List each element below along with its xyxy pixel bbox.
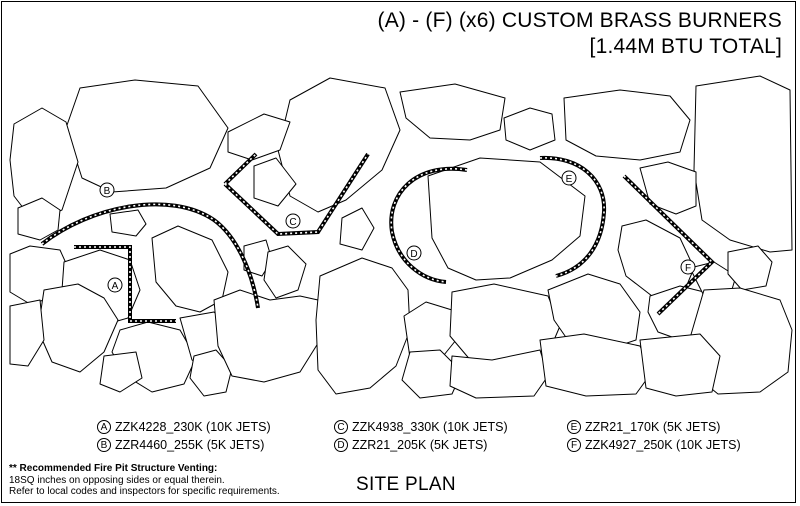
legend-marker-a: A — [97, 420, 111, 434]
burner-a: A — [74, 245, 176, 323]
stone — [9, 107, 79, 223]
legend-column-3: E ZZR21_170K (5K JETS) F ZZK4927_250K (1… — [567, 418, 741, 454]
legend-label-d: ZZR21_205K (5K JETS) — [352, 438, 488, 452]
burner-c-tag — [285, 213, 301, 229]
stone — [639, 333, 721, 397]
venting-note-heading: ** Recommended Fire Pit Structure Ventin… — [9, 463, 218, 474]
stone — [213, 289, 321, 383]
stone — [99, 351, 143, 393]
burner-e: E — [539, 155, 607, 278]
burner-d: D — [389, 166, 468, 284]
flagstone-stones — [9, 75, 793, 399]
svg-text:A: A — [112, 281, 119, 292]
burner-a-tag — [107, 277, 123, 293]
legend-marker-d: D — [334, 438, 348, 452]
stone — [253, 157, 297, 207]
svg-text:E: E — [566, 174, 573, 185]
site-plan-caption: SITE PLAN — [356, 474, 456, 495]
legend-item-c: C ZZK4938_330K (10K JETS) — [334, 418, 508, 436]
legend-item-d: D ZZR21_205K (5K JETS) — [334, 436, 508, 454]
legend-item-a: A ZZK4228_230K (10K JETS) — [97, 418, 271, 436]
burner-e-tag — [561, 170, 577, 186]
legend-column-1: A ZZK4228_230K (10K JETS) B ZZR4460_255K… — [97, 418, 271, 454]
legend-column-2: C ZZK4938_330K (10K JETS) D ZZR21_205K (… — [334, 418, 508, 454]
legend-marker-b: B — [97, 438, 111, 452]
stone — [227, 113, 291, 161]
legend-label-f: ZZK4927_250K (10K JETS) — [585, 438, 741, 452]
venting-note-line-2: Refer to local codes and inspectors for … — [9, 486, 280, 497]
burner-c: C — [223, 152, 370, 237]
burner-f: F — [622, 174, 715, 316]
legend-marker-c: C — [334, 420, 348, 434]
stone — [563, 89, 691, 161]
stone — [315, 257, 411, 395]
svg-text:B: B — [104, 186, 111, 197]
title-line-1: (A) - (F) (x6) CUSTOM BRASS BURNERS — [377, 9, 782, 32]
stone — [639, 161, 697, 215]
title-line-2: [1.44M BTU TOTAL] — [589, 35, 782, 58]
stone — [263, 245, 307, 299]
stone — [547, 273, 641, 351]
stone — [9, 299, 45, 367]
legend-marker-e: E — [567, 420, 581, 434]
stone — [427, 157, 586, 281]
stone — [339, 207, 375, 251]
legend-marker-f: F — [567, 438, 581, 452]
legend-item-b: B ZZR4460_255K (5K JETS) — [97, 436, 271, 454]
stone — [189, 349, 233, 397]
legend-item-e: E ZZR21_170K (5K JETS) — [567, 418, 741, 436]
stone — [399, 83, 506, 141]
venting-note-line-1: 18SQ inches on opposing sides or equal t… — [9, 474, 225, 486]
stone — [693, 75, 793, 253]
legend-item-f: F ZZK4927_250K (10K JETS) — [567, 436, 741, 454]
stone — [277, 77, 401, 213]
stone — [449, 349, 549, 399]
stone — [539, 333, 653, 397]
stone — [17, 197, 61, 241]
legend-label-e: ZZR21_170K (5K JETS) — [585, 420, 721, 434]
legend-label-c: ZZK4938_330K (10K JETS) — [352, 420, 508, 434]
stone — [65, 79, 229, 193]
venting-note: ** Recommended Fire Pit Structure Ventin… — [9, 463, 280, 498]
drawing-title: (A) - (F) (x6) CUSTOM BRASS BURNERS [1.4… — [378, 8, 782, 60]
stone — [401, 349, 463, 399]
burner-f-tag — [680, 259, 696, 275]
burner-b-tag — [99, 182, 115, 198]
stone — [109, 209, 147, 237]
stone — [727, 245, 773, 291]
burner-b: B — [40, 182, 260, 309]
svg-text:C: C — [289, 217, 296, 228]
legend-label-a: ZZK4228_230K (10K JETS) — [115, 420, 271, 434]
burner-d-tag — [406, 245, 422, 261]
legend-label-b: ZZR4460_255K (5K JETS) — [115, 438, 265, 452]
svg-text:D: D — [410, 249, 417, 260]
stone — [503, 107, 556, 151]
svg-text:F: F — [685, 263, 691, 274]
